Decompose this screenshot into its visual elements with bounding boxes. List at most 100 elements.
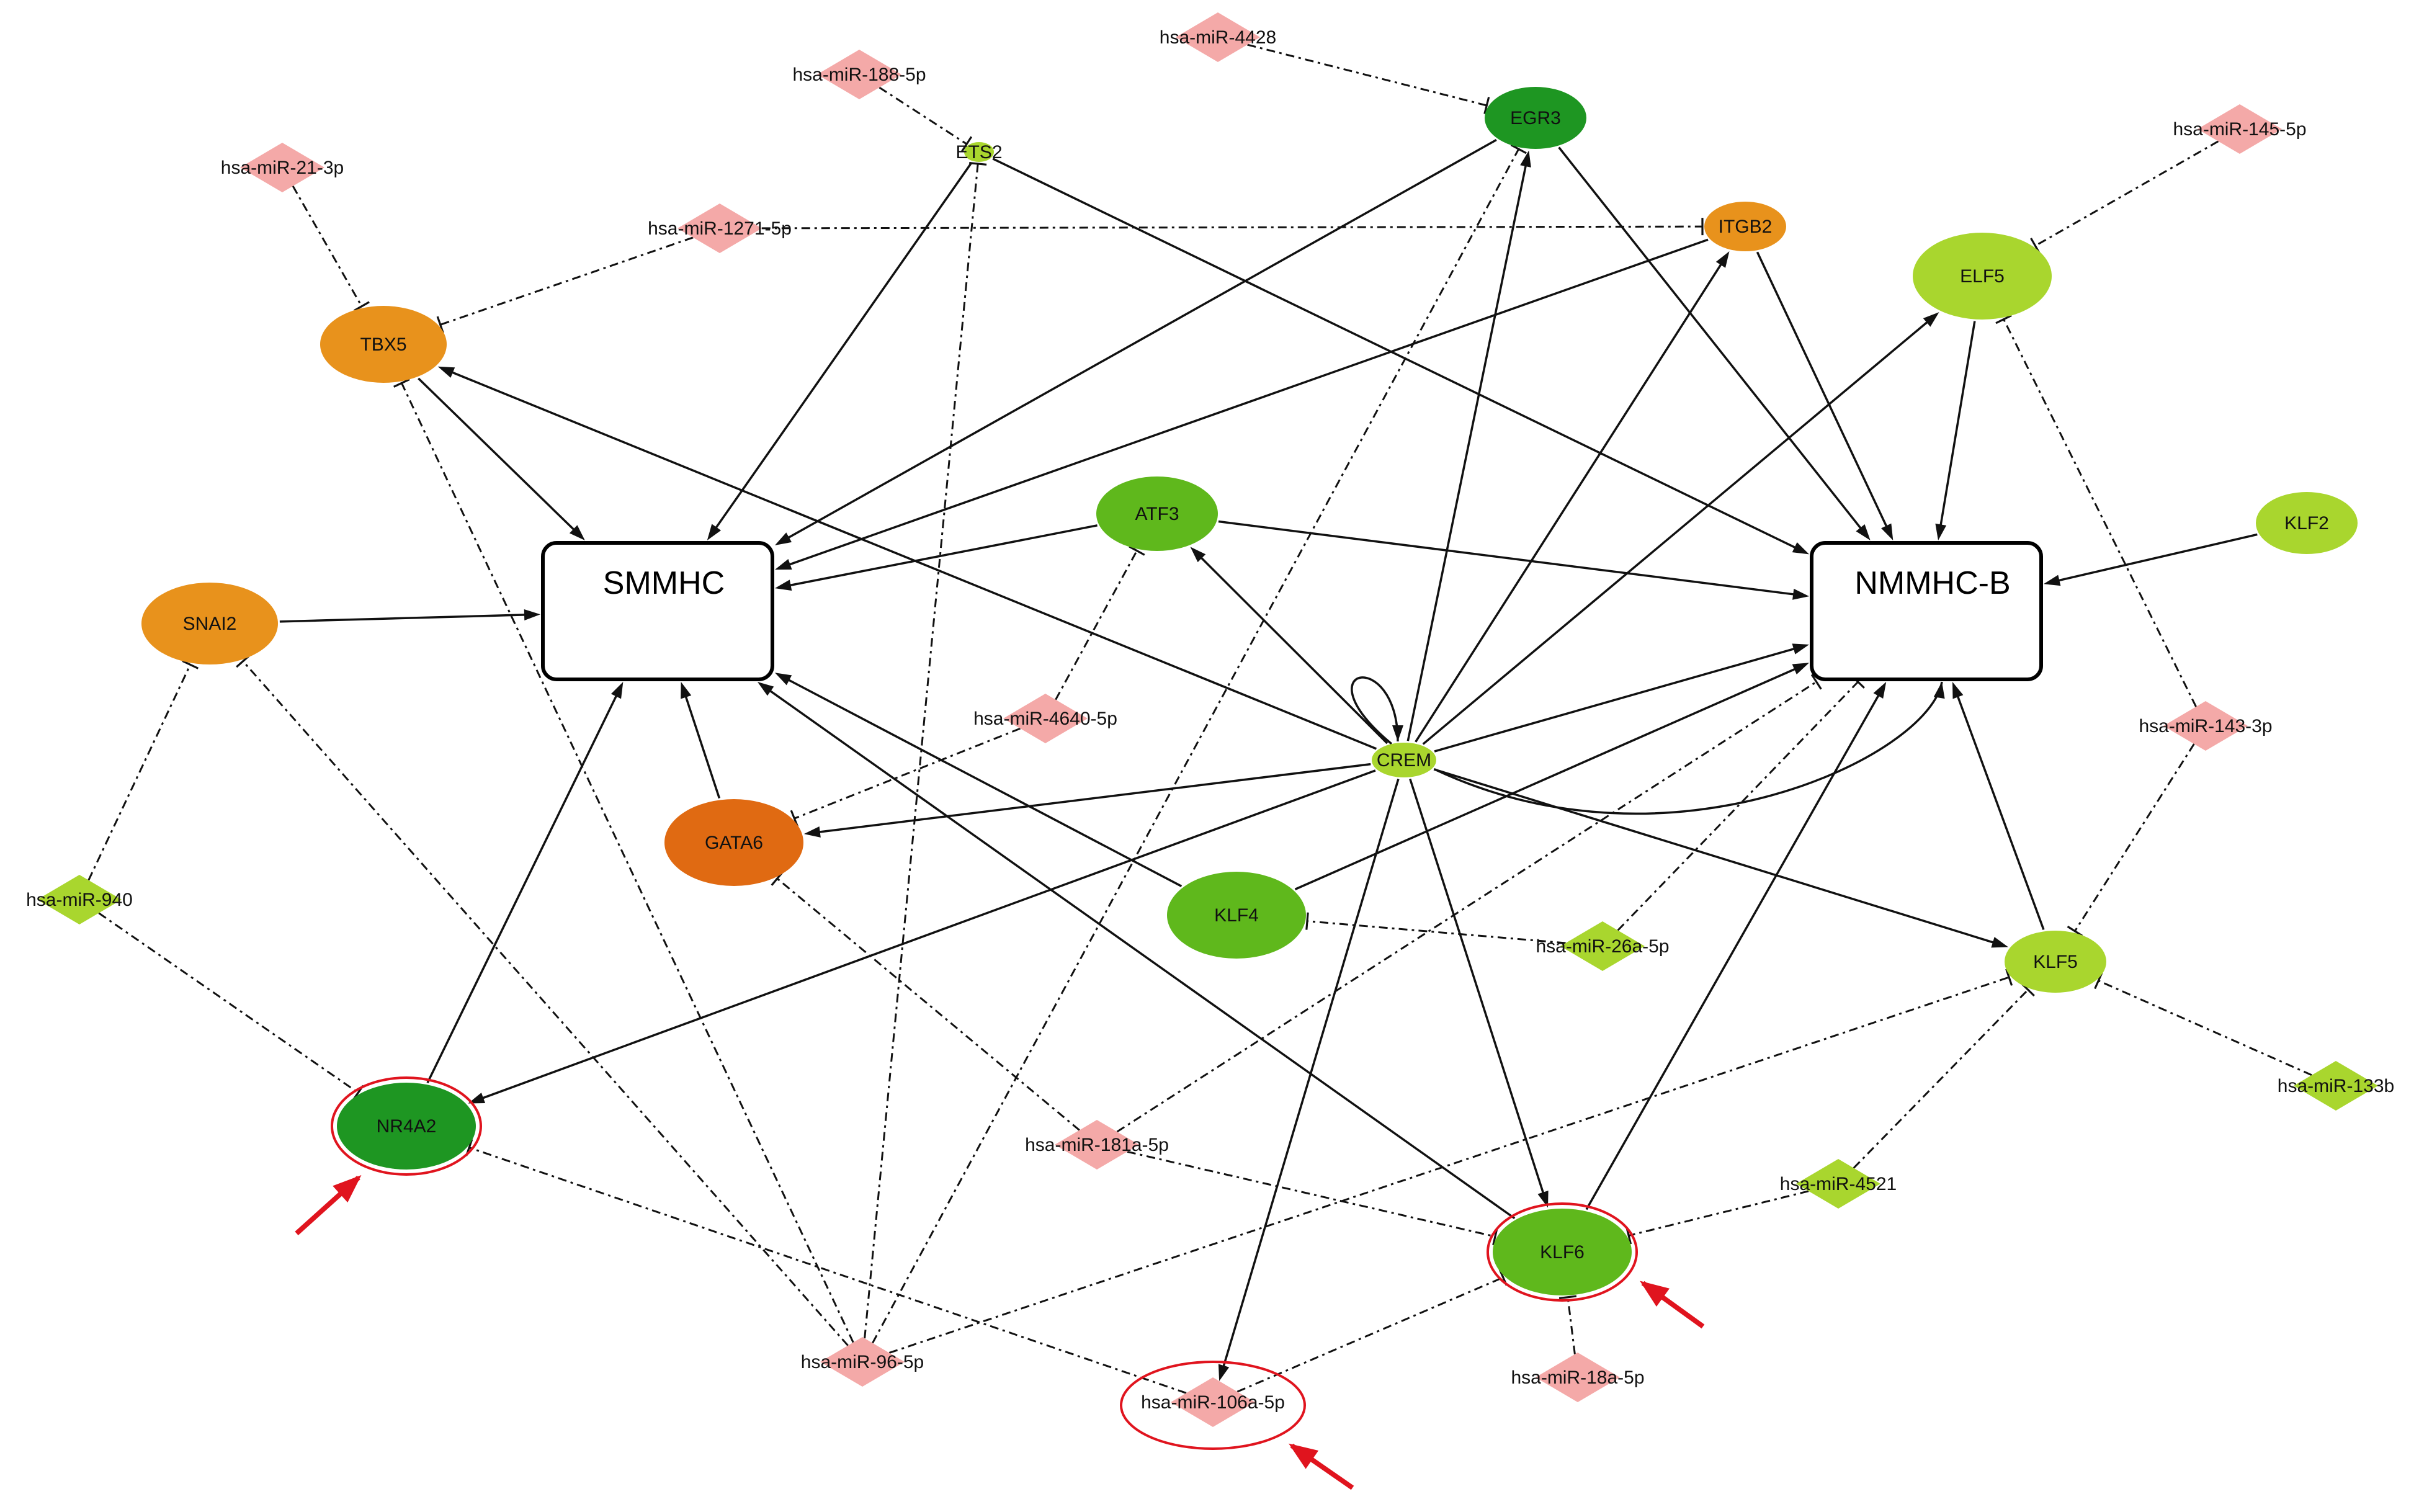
node-gata6[interactable]: GATA6 <box>664 799 803 886</box>
node-m145-diamond <box>2198 104 2282 154</box>
node-m181a[interactable]: hsa-miR-181a-5p <box>1025 1120 1169 1170</box>
edge-crem-egr3-head <box>1520 150 1531 168</box>
node-m106a-label: hsa-miR-106a-5p <box>1141 1392 1285 1413</box>
node-m133b-label: hsa-miR-133b <box>2278 1076 2394 1096</box>
node-snai2[interactable]: SNAI2 <box>141 583 278 664</box>
node-m143[interactable]: hsa-miR-143-3p <box>2139 701 2273 751</box>
edge-crem-self-loop <box>1351 676 1399 745</box>
edge-nr4a2-smmhc <box>426 692 619 1084</box>
edge-m4521-klf5 <box>1853 989 2029 1169</box>
node-klf4-label: KLF4 <box>1214 905 1259 926</box>
node-m4521-label: hsa-miR-4521 <box>1780 1174 1897 1194</box>
edge-m4640-atf3 <box>1055 550 1138 700</box>
edge-crem-tbx5-head <box>437 366 455 378</box>
node-m96-diamond <box>820 1337 905 1387</box>
edge-klf2-nmmhc-b-head <box>2044 575 2061 586</box>
node-m145[interactable]: hsa-miR-145-5p <box>2173 104 2307 154</box>
node-m4428[interactable]: hsa-miR-4428 <box>1160 12 1276 62</box>
edge-crem-klf5 <box>1433 768 1997 945</box>
node-m133b[interactable]: hsa-miR-133b <box>2278 1061 2394 1111</box>
node-m21[interactable]: hsa-miR-21-3p <box>221 143 344 192</box>
node-klf2[interactable]: KLF2 <box>2256 492 2358 554</box>
node-m96-label: hsa-miR-96-5p <box>801 1352 924 1372</box>
node-klf5[interactable]: KLF5 <box>2005 931 2106 993</box>
edge-crem-m106a-head <box>1218 1364 1230 1381</box>
node-m188[interactable]: hsa-miR-188-5p <box>792 50 926 99</box>
edge-m4428-egr3 <box>1247 43 1487 107</box>
edge-crem-nmmhc-b-head <box>1792 643 1809 655</box>
node-m4640[interactable]: hsa-miR-4640-5p <box>973 694 1117 743</box>
edge-crem-itgb2-head <box>1715 251 1730 268</box>
edge-m96-ets2-tee <box>969 162 987 166</box>
node-nr4a2-label: NR4A2 <box>377 1116 437 1137</box>
node-atf3[interactable]: ATF3 <box>1096 476 1218 551</box>
node-m4428-label: hsa-miR-4428 <box>1160 27 1276 48</box>
edge-m1271-tbx5 <box>440 236 694 326</box>
node-m1271-label: hsa-miR-1271-5p <box>648 218 792 239</box>
node-crem-shape <box>1372 743 1436 777</box>
node-m1271[interactable]: hsa-miR-1271-5p <box>648 204 792 253</box>
node-m106a-diamond <box>1171 1377 1255 1427</box>
node-m26a-label: hsa-miR-26a-5p <box>1536 936 1669 957</box>
node-smmhc-box <box>541 541 774 681</box>
edge-itgb2-nmmhc-b-head <box>1881 523 1894 540</box>
edge-egr3-nmmhc-b <box>1558 146 1864 532</box>
node-klf5-shape <box>2005 931 2106 993</box>
edge-ets2-smmhc-head <box>707 524 722 540</box>
node-tbx5[interactable]: TBX5 <box>320 306 447 383</box>
edge-crem-tbx5 <box>449 370 1377 750</box>
node-klf6[interactable]: KLF6 <box>1493 1209 1632 1295</box>
node-crem[interactable]: CREM <box>1372 743 1436 777</box>
edge-klf2-nmmhc-b <box>2055 533 2258 583</box>
edge-m96-snai2 <box>242 660 849 1346</box>
node-m133b-diamond <box>2294 1061 2378 1111</box>
node-nmmhc-b[interactable]: NMMHC-B <box>1810 541 2043 681</box>
edge-m96-tbx5-tee <box>393 378 410 388</box>
edge-m96-tbx5 <box>401 382 854 1343</box>
edge-m133b-klf5 <box>2098 980 2312 1076</box>
node-m940[interactable]: hsa-miR-940 <box>26 875 133 924</box>
node-egr3[interactable]: EGR3 <box>1485 87 1586 149</box>
edge-m143-klf5 <box>2074 743 2195 932</box>
edge-m96-klf5 <box>888 976 2010 1354</box>
edge-m106a-nr4a2 <box>468 1147 1187 1394</box>
edge-atf3-nmmhc-b-head <box>1792 588 1809 600</box>
node-m4521[interactable]: hsa-miR-4521 <box>1780 1159 1897 1209</box>
node-klf6-highlight-ring <box>1487 1202 1638 1302</box>
node-smmhc[interactable]: SMMHC <box>541 541 774 681</box>
edge-m18a-klf6-tee <box>1558 1295 1577 1300</box>
edge-gata6-smmhc-head <box>681 682 692 699</box>
node-itgb2[interactable]: ITGB2 <box>1704 202 1786 251</box>
edge-crem-nmmhc-b <box>1434 646 1798 753</box>
edge-atf3-nmmhc-b <box>1218 520 1797 596</box>
edge-crem-self-loop-head <box>1392 725 1403 741</box>
node-klf4[interactable]: KLF4 <box>1167 872 1306 959</box>
node-nr4a2[interactable]: NR4A2 <box>337 1083 476 1170</box>
edge-tbx5-smmhc-head <box>569 525 585 540</box>
node-gata6-label: GATA6 <box>705 833 763 853</box>
edge-m143-klf5-tee <box>2067 925 2083 937</box>
node-elf5[interactable]: ELF5 <box>1913 233 2052 320</box>
highlight-layer <box>295 1076 1705 1490</box>
node-klf6-shape <box>1493 1209 1632 1295</box>
edge-crem-m106a <box>1222 779 1400 1370</box>
node-ets2-shape <box>964 142 994 162</box>
edge-gata6-smmhc <box>684 693 721 799</box>
node-m96[interactable]: hsa-miR-96-5p <box>801 1337 924 1387</box>
node-m188-label: hsa-miR-188-5p <box>792 65 926 85</box>
edge-crem-nmmhc-b-curve <box>1433 681 1943 815</box>
node-m26a[interactable]: hsa-miR-26a-5p <box>1536 921 1670 971</box>
edge-egr3-smmhc <box>785 138 1497 540</box>
node-ets2[interactable]: ETS2 <box>955 142 1003 163</box>
edge-atf3-smmhc-head <box>775 579 792 591</box>
node-m18a[interactable]: hsa-miR-18a-5p <box>1511 1353 1645 1402</box>
edge-klf6-smmhc <box>767 688 1516 1220</box>
edge-m21-tbx5 <box>292 186 363 307</box>
edge-m145-elf5 <box>2034 140 2219 247</box>
edge-m188-ets2-tee <box>961 136 973 152</box>
node-m4640-diamond <box>1003 694 1088 743</box>
node-m106a[interactable]: hsa-miR-106a-5p <box>1141 1377 1285 1427</box>
node-m145-label: hsa-miR-145-5p <box>2173 119 2306 140</box>
edge-m106a-klf6 <box>1236 1276 1504 1393</box>
